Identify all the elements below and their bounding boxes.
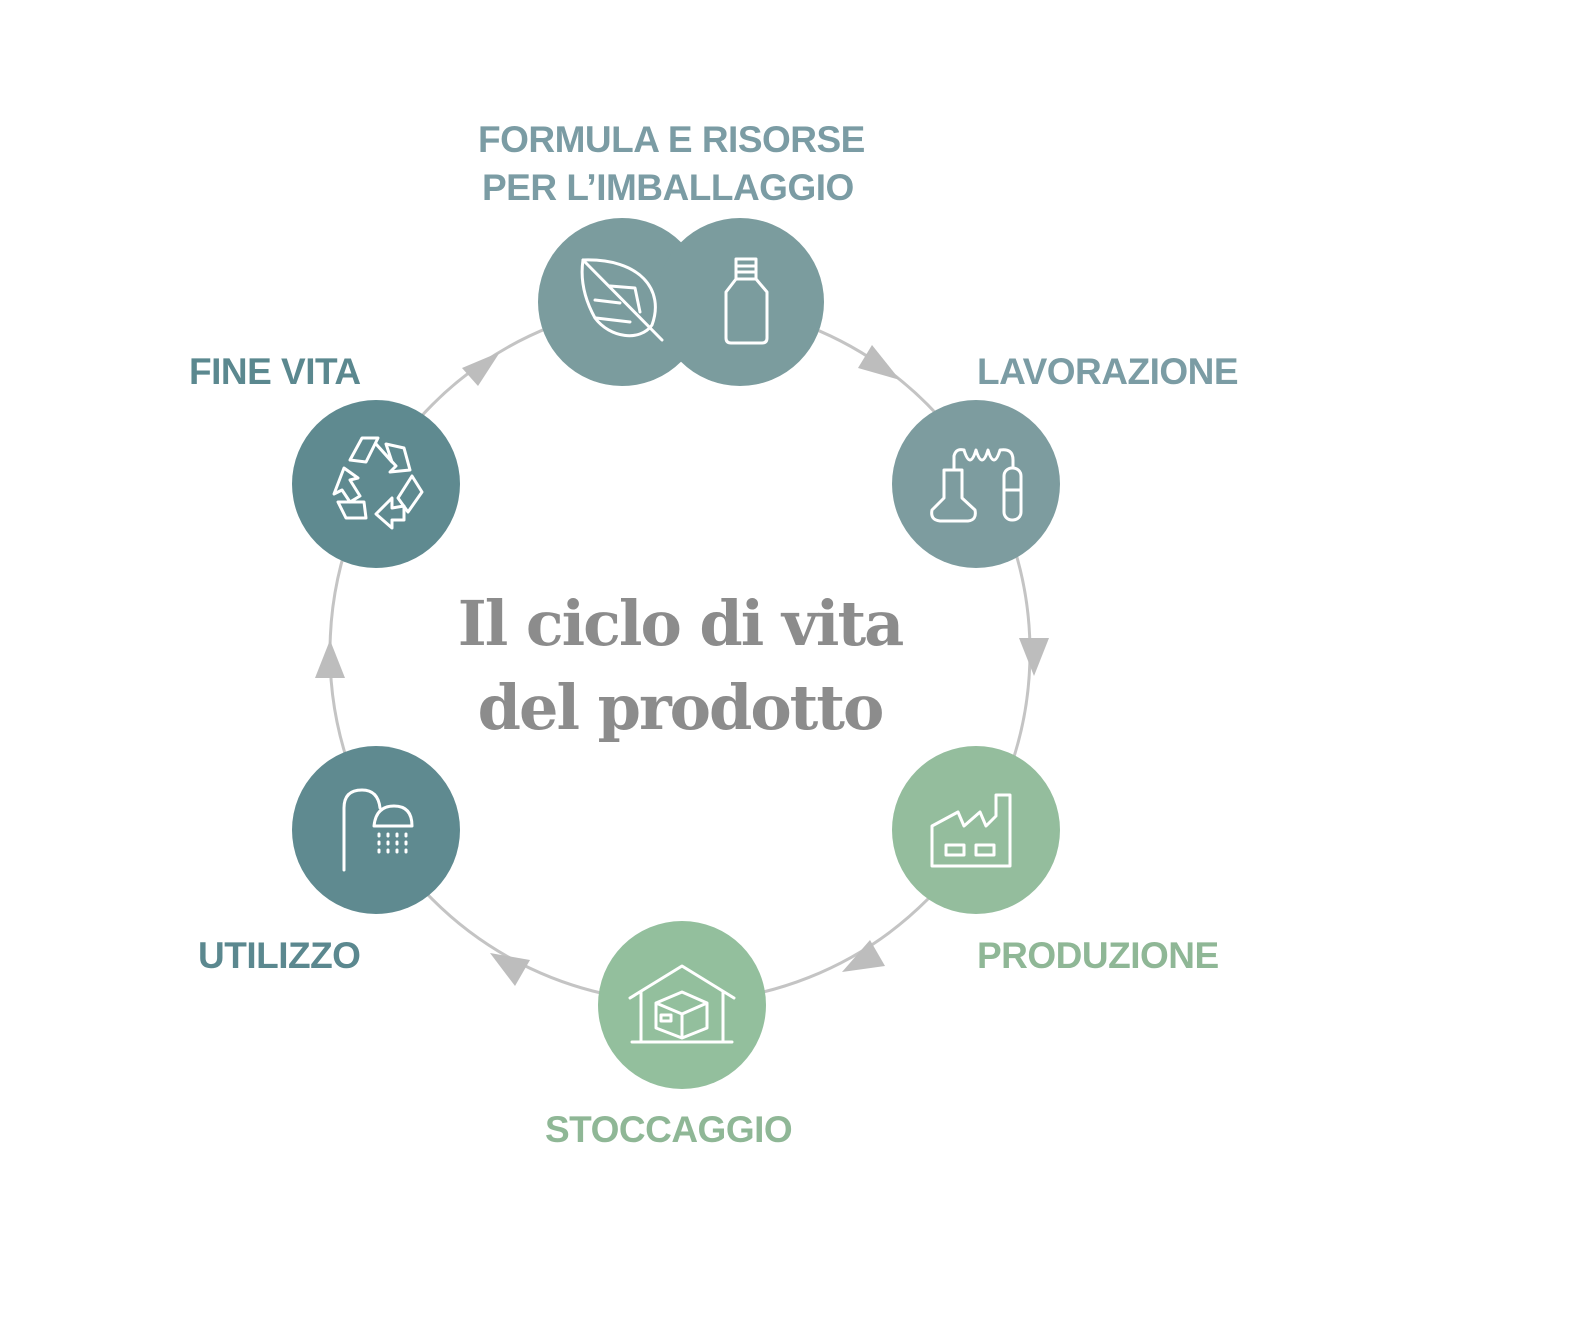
- node-stoccaggio: [598, 921, 766, 1089]
- warehouse-box-icon: [628, 964, 736, 1044]
- cycle-arrows: [315, 345, 1049, 986]
- label-formula-line1: FORMULA E RISORSE: [478, 119, 865, 160]
- node-produzione: [892, 746, 1060, 914]
- node-lavorazione: [892, 400, 1060, 568]
- arrow-fine-to-formula: [462, 352, 500, 386]
- title-line1: Il ciclo di vita: [457, 587, 905, 660]
- node-fine-vita: [292, 400, 460, 568]
- label-fine-vita: FINE VITA: [189, 351, 361, 392]
- node-utilizzo: [292, 746, 460, 914]
- bottle-icon: [724, 257, 769, 345]
- node-formula-risorse: [538, 218, 824, 386]
- title-line2: del prodotto: [477, 671, 885, 744]
- label-utilizzo: UTILIZZO: [198, 935, 361, 976]
- shower-icon: [342, 788, 414, 872]
- arrow-produzione-to-stoccaggio: [842, 940, 885, 972]
- recycle-icon: [332, 436, 424, 530]
- arrow-lavorazione-to-produzione: [1019, 638, 1049, 676]
- leaf-icon: [580, 258, 664, 342]
- label-produzione: PRODUZIONE: [977, 935, 1219, 976]
- arrow-utilizzo-to-fine: [315, 640, 345, 678]
- label-lavorazione: LAVORAZIONE: [977, 351, 1239, 392]
- arrow-formula-to-lavorazione: [858, 345, 900, 380]
- factory-icon: [930, 793, 1012, 868]
- lab-equipment-icon: [930, 448, 1023, 523]
- label-stoccaggio: STOCCAGGIO: [545, 1109, 793, 1150]
- diagram-title: Il ciclo di vita del prodotto: [380, 582, 980, 750]
- arrow-stoccaggio-to-utilizzo: [490, 953, 530, 986]
- label-formula-line2: PER L’IMBALLAGGIO: [482, 167, 854, 208]
